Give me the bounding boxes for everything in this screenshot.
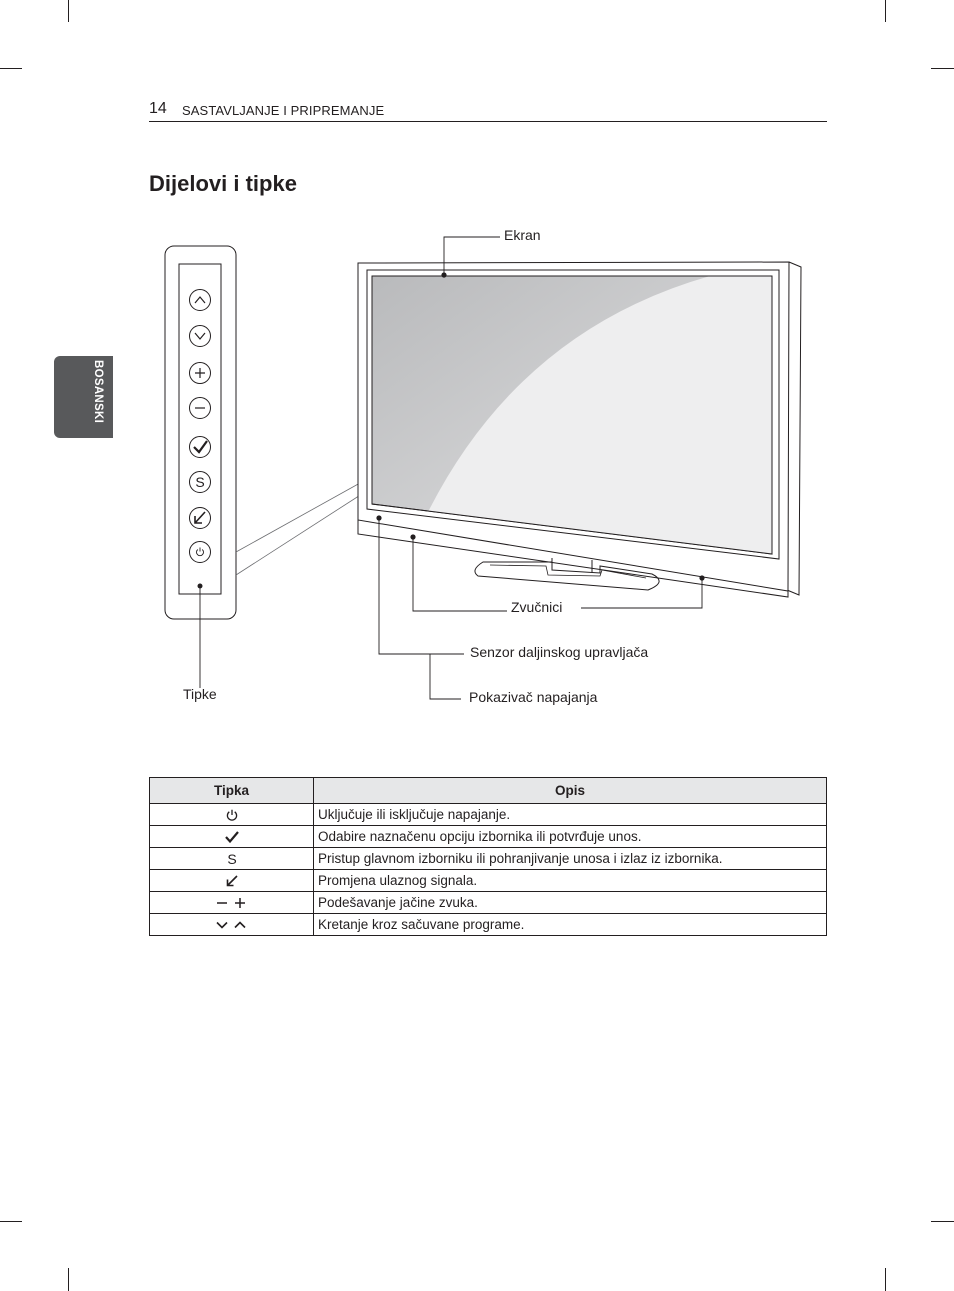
crop-mark <box>885 0 886 22</box>
tv-diagram: S <box>164 236 802 700</box>
crop-mark <box>885 1268 886 1291</box>
page-title: Dijelovi i tipke <box>149 171 297 196</box>
svg-text:S: S <box>227 852 236 866</box>
plus-icon <box>189 362 211 384</box>
table-row: Podešavanje jačine zvuka. <box>149 891 827 914</box>
chevron-down-up-icon <box>215 921 246 929</box>
crop-mark <box>68 0 69 22</box>
button-panel: S <box>164 245 237 620</box>
crop-mark <box>68 1268 69 1291</box>
table-cell-description: Kretanje kroz sačuvane programe. <box>313 913 827 936</box>
chevron-down-icon <box>189 325 211 347</box>
table-cell-description: Podešavanje jačine zvuka. <box>313 891 827 914</box>
label-speakers: Zvučnici <box>511 599 563 615</box>
table-header-key: Tipka <box>149 777 314 804</box>
callout-lines <box>199 236 705 700</box>
checkmark-icon <box>224 831 239 844</box>
label-power-indicator: Pokazivač napajanja <box>469 689 598 705</box>
language-tab: BOSANSKI <box>54 356 113 438</box>
input-arrow-icon <box>226 875 238 887</box>
label-remote-sensor: Senzor daljinskog upravljača <box>470 644 649 660</box>
settings-s-icon: S <box>189 471 211 493</box>
table-row: S Pristup glavnom izborniku ili pohranji… <box>149 847 827 870</box>
checkmark-icon <box>189 436 211 458</box>
crop-mark <box>0 68 22 69</box>
page-number: 14 <box>149 100 167 117</box>
chevron-up-icon <box>189 289 211 311</box>
table-row: Kretanje kroz sačuvane programe. <box>149 913 827 936</box>
minus-icon <box>189 397 211 419</box>
input-arrow-icon <box>189 507 211 529</box>
table-cell-description: Uključuje ili isključuje napajanje. <box>313 803 827 826</box>
crop-mark <box>931 68 954 69</box>
svg-text:S: S <box>195 474 204 490</box>
language-tab-label: BOSANSKI <box>92 360 104 424</box>
section-title: SASTAVLJANJE I PRIPREMANJE <box>182 103 385 118</box>
table-row: Odabire naznačenu opciju izbornika ili p… <box>149 825 827 848</box>
header-divider <box>149 121 827 122</box>
table-header-description: Opis <box>313 777 827 804</box>
tv-illustration <box>357 261 802 598</box>
minus-plus-icon <box>216 898 245 909</box>
power-icon <box>189 541 211 563</box>
table-row: Promjena ulaznog signala. <box>149 869 827 892</box>
crop-mark <box>931 1221 954 1222</box>
table-cell-description: Odabire naznačenu opciju izbornika ili p… <box>313 825 827 848</box>
buttons-table: Tipka Opis Uključuje ili isključuje napa… <box>149 777 827 936</box>
table-cell-description: Promjena ulaznog signala. <box>313 869 827 892</box>
label-buttons: Tipke <box>183 686 217 702</box>
settings-s-icon: S <box>227 852 236 866</box>
table-cell-description: Pristup glavnom izborniku ili pohranjiva… <box>313 847 827 870</box>
label-screen: Ekran <box>504 227 541 243</box>
table-row: Uključuje ili isključuje napajanje. <box>149 803 827 826</box>
crop-mark <box>0 1221 22 1222</box>
power-icon <box>226 810 237 821</box>
